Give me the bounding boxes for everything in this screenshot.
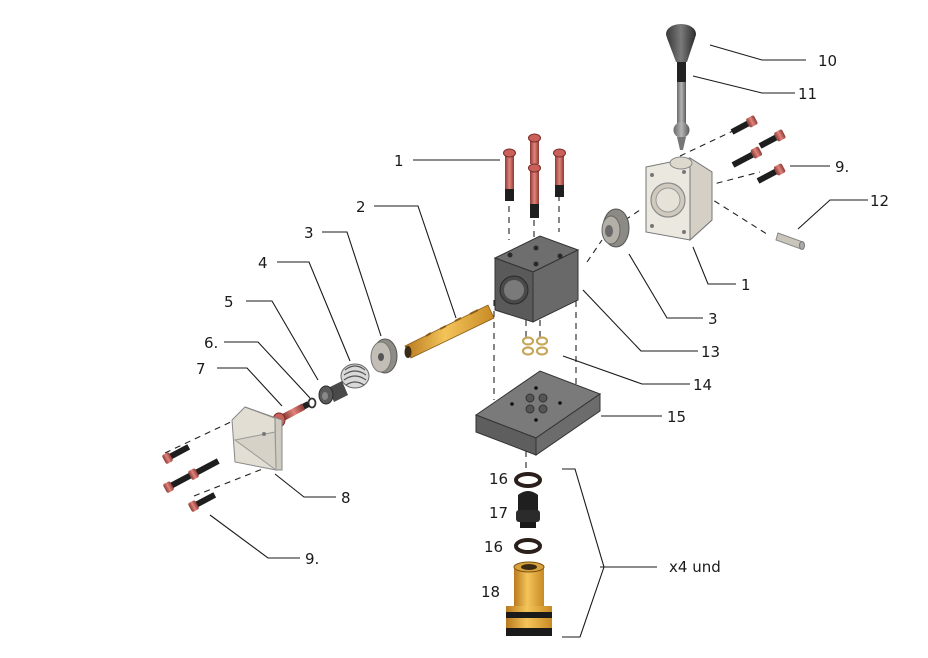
label-3-right: 3 <box>708 310 718 328</box>
label-3-left: 3 <box>304 224 314 242</box>
label-14: 14 <box>693 376 712 394</box>
label-16-lower: 16 <box>484 538 503 556</box>
part-9-screws-right[interactable] <box>730 115 787 186</box>
label-1-housing: 1 <box>741 276 751 294</box>
callout-labels: 10 11 9. 12 1 3 13 14 15 1 2 3 4 5 6. 7 … <box>196 52 889 601</box>
label-7: 7 <box>196 360 206 378</box>
label-9-left: 9. <box>305 550 319 568</box>
part-3-washer-left[interactable] <box>370 338 398 374</box>
label-18: 18 <box>481 583 500 601</box>
label-5: 5 <box>224 293 234 311</box>
part-15-subplate[interactable] <box>474 370 602 456</box>
label-16-upper: 16 <box>489 470 508 488</box>
label-12: 12 <box>870 192 889 210</box>
part-1-housing[interactable] <box>645 156 713 242</box>
part-8-end-cover[interactable] <box>231 406 283 472</box>
part-1-cap-screws[interactable] <box>503 133 566 218</box>
part-6-oring[interactable] <box>307 397 317 409</box>
label-4: 4 <box>258 254 268 272</box>
label-2: 2 <box>356 198 366 216</box>
part-12-pin[interactable] <box>775 232 805 250</box>
label-10: 10 <box>818 52 837 70</box>
part-18-fitting[interactable] <box>506 561 552 636</box>
label-8: 8 <box>341 489 351 507</box>
part-16-seal-upper[interactable] <box>514 472 542 488</box>
part-5-bushing[interactable] <box>318 381 348 405</box>
label-13: 13 <box>701 343 720 361</box>
part-9-screws-left[interactable] <box>162 442 221 512</box>
label-9-right: 9. <box>835 158 849 176</box>
part-16-seal-lower[interactable] <box>514 538 542 554</box>
label-17: 17 <box>489 504 508 522</box>
leader-lines <box>209 44 868 638</box>
part-4-spring[interactable] <box>340 363 370 389</box>
part-2-spool[interactable] <box>404 304 495 359</box>
label-6: 6. <box>204 334 218 352</box>
part-11-lever[interactable] <box>673 62 690 150</box>
quantity-note: x4 und <box>669 558 721 576</box>
part-17-plug[interactable] <box>516 491 540 528</box>
label-1-screws: 1 <box>394 152 404 170</box>
part-10-knob[interactable] <box>666 24 696 62</box>
part-13-valve-body[interactable] <box>493 235 580 323</box>
part-14-orings[interactable] <box>521 336 549 356</box>
label-15: 15 <box>667 408 686 426</box>
part-3-washer-right[interactable] <box>601 208 630 248</box>
label-11: 11 <box>798 85 817 103</box>
